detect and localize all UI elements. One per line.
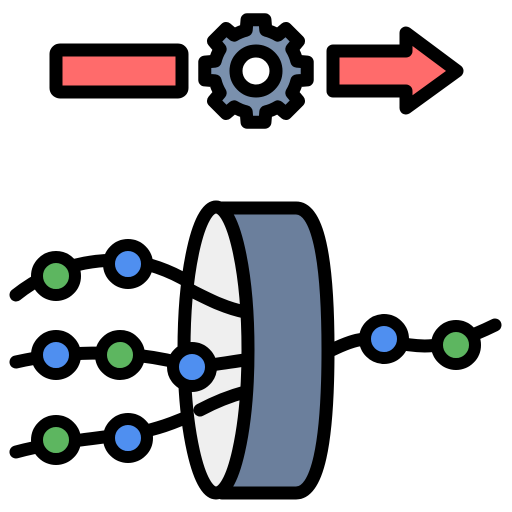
node-blue	[103, 239, 153, 289]
node-blue	[359, 314, 409, 364]
node-blue	[167, 342, 217, 392]
node-blue	[31, 330, 81, 380]
node-green	[431, 320, 481, 370]
gear-icon	[198, 13, 314, 129]
filter-wheel-icon	[177, 200, 335, 500]
node-green	[31, 415, 81, 465]
output-arrow-icon	[326, 26, 464, 115]
node-green	[95, 330, 145, 380]
gear-hole	[229, 44, 283, 98]
strand-nodes	[31, 239, 481, 465]
node-green	[31, 251, 81, 301]
node-blue	[103, 413, 153, 463]
input-arrow-icon	[49, 43, 189, 99]
